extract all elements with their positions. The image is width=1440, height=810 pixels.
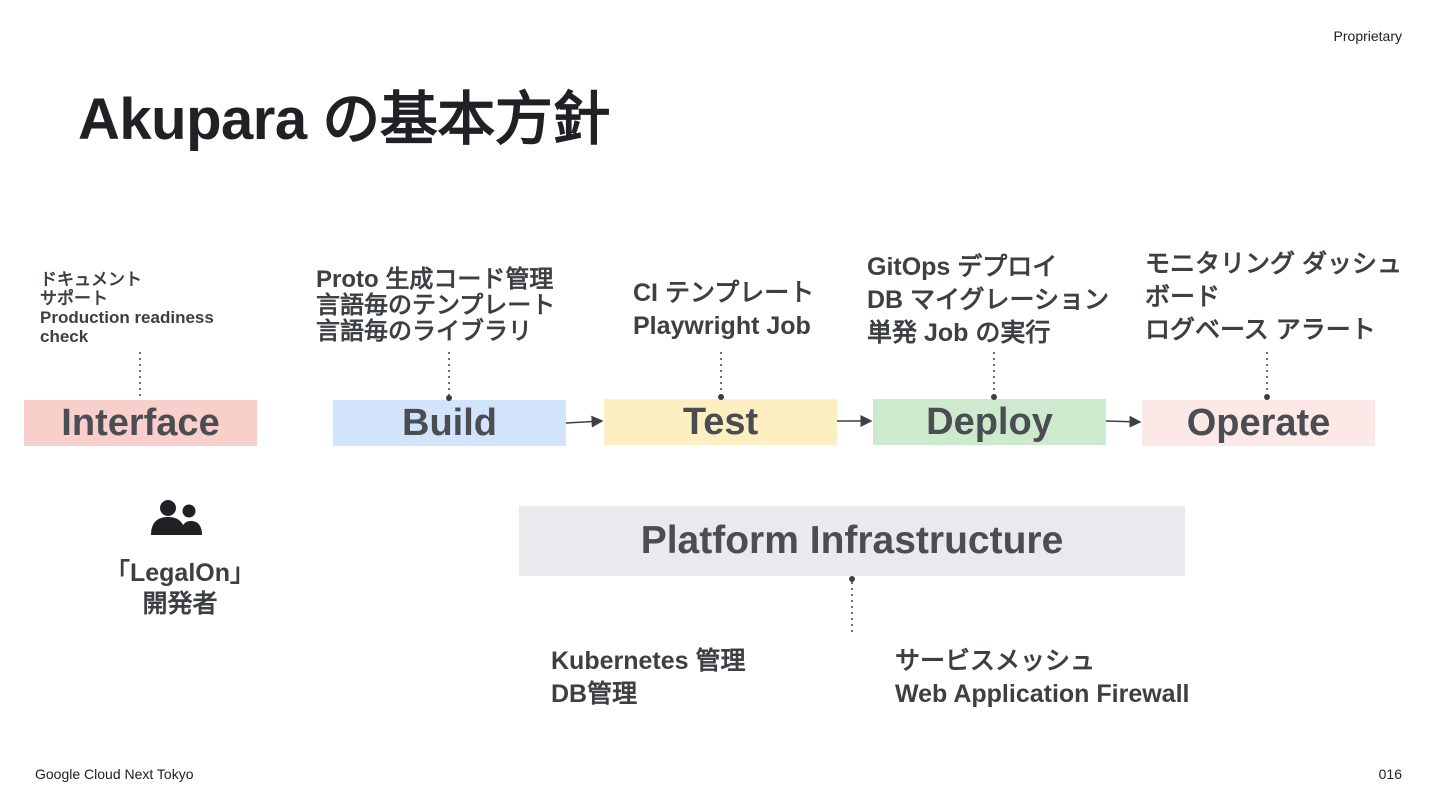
user-label: 「LegalOn」 開発者: [104, 559, 255, 618]
stage-deploy-label: Deploy: [926, 400, 1053, 443]
platform-label: Platform Infrastructure: [640, 519, 1064, 562]
arrow-deploy-operate: [1105, 415, 1142, 428]
stage-interface-label: Interface: [61, 401, 220, 444]
test-notes: CI テンプレート Playwright Job: [633, 279, 815, 340]
dot-platform: [849, 576, 855, 582]
stage-build-label: Build: [402, 401, 497, 444]
dot-test: [718, 394, 724, 400]
page-number: 016: [1378, 766, 1402, 782]
leader-dots: [446, 394, 1270, 582]
dot-deploy: [991, 394, 997, 400]
dot-build: [446, 395, 452, 401]
footer-event-name: Google Cloud Next Tokyo: [35, 766, 194, 782]
page-title: Akupara の基本方針: [78, 87, 610, 152]
platform-notes-left: Kubernetes 管理 DB管理: [551, 647, 746, 708]
build-notes: Proto 生成コード管理 言語毎のテンプレート 言語毎のライブラリ: [316, 266, 556, 345]
proprietary-label: Proprietary: [1333, 28, 1402, 44]
operate-notes: モニタリング ダッシュ ボード ログベース アラート: [1145, 250, 1402, 344]
dot-operate: [1264, 394, 1270, 400]
platform-infrastructure: Platform Infrastructure: [519, 506, 1185, 576]
stage-test-label: Test: [682, 400, 759, 443]
interface-notes: ドキュメント サポート Production readiness check: [40, 270, 214, 346]
stage-deploy: Deploy: [873, 399, 1106, 445]
dotted-leaders: [139, 352, 1268, 632]
platform-notes-right: サービスメッシュ Web Application Firewall: [895, 647, 1190, 708]
arrow-build-test: [565, 415, 604, 428]
stage-operate: Operate: [1142, 400, 1375, 446]
stage-build: Build: [333, 400, 566, 446]
stage-operate-label: Operate: [1186, 401, 1331, 444]
stage-interface: Interface: [24, 400, 257, 446]
deploy-notes: GitOps デプロイ DB マイグレーション 単発 Job の実行: [867, 253, 1110, 347]
flow-arrows: [565, 415, 1142, 428]
stage-test: Test: [604, 399, 837, 445]
